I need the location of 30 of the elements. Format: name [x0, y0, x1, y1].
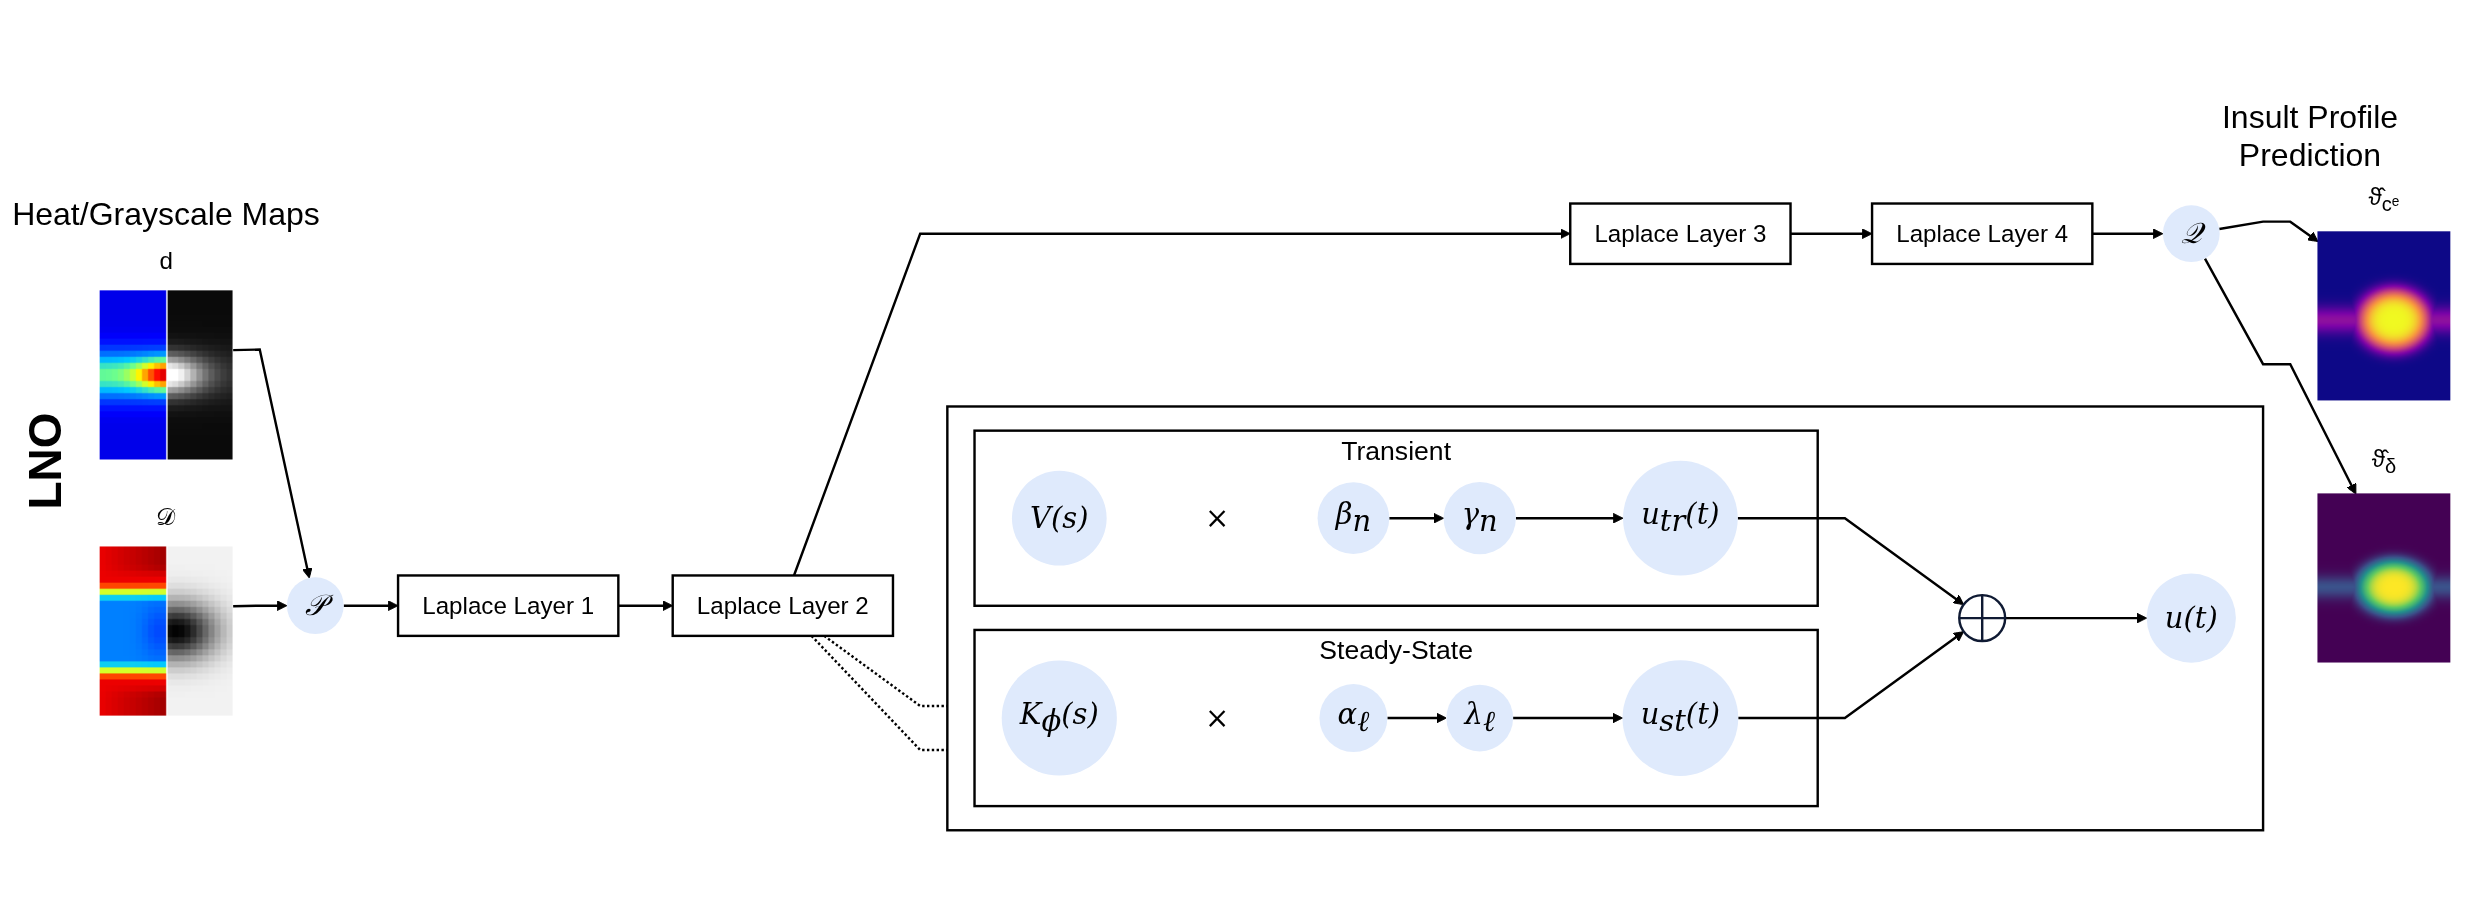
arrow [1738, 631, 1965, 720]
arrow [233, 348, 313, 579]
arrow [2203, 258, 2357, 495]
arrow [2219, 220, 2319, 242]
node-box: Laplace Layer 3 [1569, 202, 1792, 266]
column-heading: Heat/Grayscale Maps [11, 195, 321, 233]
node-box: Laplace Layer 4 [1870, 202, 2094, 266]
connector [810, 635, 948, 752]
arrow [792, 228, 1571, 576]
node-text: × [1205, 501, 1230, 536]
node-text: × [1205, 701, 1230, 735]
arrow [233, 600, 288, 611]
cluster [946, 405, 2265, 832]
node-circle: u(t) [2146, 573, 2236, 663]
node-circle: 𝒬 [2162, 205, 2220, 263]
arrow [2005, 612, 2148, 624]
arrow [2092, 228, 2164, 240]
arrow [1790, 228, 1873, 240]
node-circle: 𝒫 [286, 577, 344, 635]
node-box: Laplace Layer 1 [396, 574, 620, 638]
arrow [1515, 512, 1624, 524]
column-heading: Insult Profile Prediction [2220, 98, 2400, 174]
arrow [1389, 512, 1445, 524]
node-box: Laplace Layer 2 [671, 574, 895, 638]
arrow [1513, 712, 1623, 724]
arrow [1387, 712, 1447, 724]
arrow [343, 600, 399, 611]
side-title: LNO [18, 411, 72, 510]
arrow [1737, 517, 1965, 606]
node-circle: V(s) [1011, 470, 1107, 566]
